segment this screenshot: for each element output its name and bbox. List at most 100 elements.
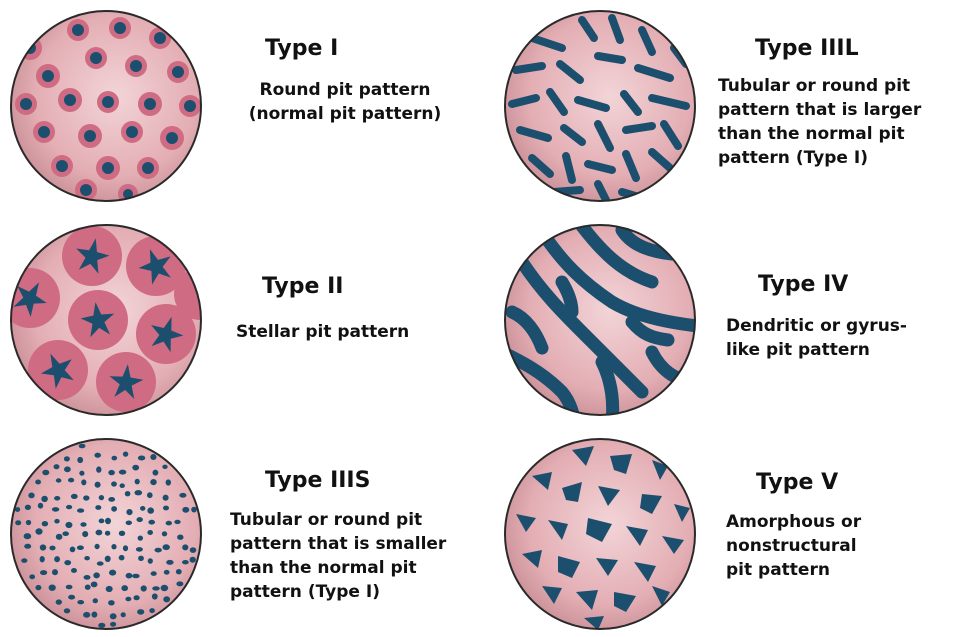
- small-pit-dot: [56, 599, 62, 604]
- small-pit-dot: [121, 585, 128, 591]
- small-pit-dot: [111, 544, 116, 549]
- small-pit-dot: [182, 560, 189, 564]
- type-5-description-line: pit pattern: [726, 558, 952, 582]
- type-3s-label: Type IIIS: [265, 468, 370, 494]
- small-pit-dot: [66, 505, 72, 509]
- small-pit-dot: [132, 465, 139, 471]
- small-pit-dot: [54, 496, 60, 501]
- small-pit-dot: [49, 546, 55, 551]
- small-pit-dot: [68, 478, 74, 483]
- small-pit-dot: [56, 534, 63, 540]
- small-pit-dot: [108, 497, 115, 502]
- small-pit-dot: [190, 547, 197, 553]
- small-pit-dot: [150, 479, 156, 485]
- small-pit-dot: [110, 613, 117, 619]
- small-pit-dot: [179, 493, 186, 498]
- small-pit-dot: [112, 456, 118, 461]
- type-4-dendritic-pit-disc: [502, 222, 698, 418]
- small-pit-dot: [56, 478, 62, 482]
- small-pit-dot: [166, 479, 171, 485]
- small-pit-dot: [41, 496, 48, 502]
- type-1-description-line: Round pit pattern: [230, 78, 460, 102]
- small-pit-dot: [134, 595, 140, 600]
- small-pit-dot: [66, 585, 73, 590]
- type-5-description-line: nonstructural: [726, 534, 952, 558]
- small-pit-dot: [64, 560, 71, 565]
- type-3l-label: Type IIIL: [755, 36, 859, 62]
- small-pit-dot: [166, 560, 173, 565]
- small-pit-dot: [138, 536, 143, 541]
- small-pit-dot: [135, 479, 140, 485]
- small-pit-dot: [77, 508, 84, 512]
- type-2-label: Type II: [262, 274, 343, 300]
- small-pit-dot: [177, 535, 183, 540]
- small-pit-dot: [52, 569, 58, 575]
- small-pit-dot: [121, 612, 126, 617]
- small-pit-dot: [28, 493, 34, 499]
- small-pit-dot: [132, 574, 140, 579]
- small-pit-dot: [52, 507, 59, 512]
- small-pit-dot: [64, 456, 70, 461]
- small-pit-dot: [126, 573, 133, 579]
- small-pit-dot: [64, 608, 70, 613]
- small-pit-dot: [83, 495, 89, 500]
- small-pit-dot: [151, 571, 157, 576]
- type-3s-description-line: pattern (Type I): [230, 580, 480, 604]
- small-pit-dot: [164, 570, 170, 575]
- type-4-label: Type IV: [758, 272, 848, 298]
- small-pit-dot: [40, 544, 46, 550]
- small-pit-dot: [190, 557, 196, 563]
- small-pit-dot: [79, 471, 84, 476]
- small-pit-dot: [105, 531, 110, 536]
- small-pit-dot: [99, 519, 105, 524]
- small-pit-dot: [54, 519, 59, 524]
- small-pit-dot: [40, 556, 45, 562]
- small-pit-dot: [125, 597, 131, 602]
- small-pit-dot: [64, 466, 71, 472]
- small-pit-dot: [162, 465, 167, 469]
- small-pit-dot: [95, 544, 100, 549]
- small-pit-dot: [123, 452, 128, 457]
- small-pit-dot: [111, 506, 117, 512]
- small-pit-dot: [49, 585, 56, 591]
- small-pit-dot: [54, 464, 60, 469]
- small-pit-dot: [35, 480, 41, 485]
- small-pit-dot: [106, 586, 113, 592]
- small-pit-dot: [119, 470, 126, 475]
- small-pit-dot: [85, 585, 91, 590]
- small-pit-dot: [77, 545, 84, 550]
- small-pit-dot: [35, 528, 42, 534]
- small-pit-dot: [166, 521, 172, 526]
- small-pit-dot: [15, 520, 21, 525]
- small-pit-dot: [83, 612, 90, 618]
- type-5-label: Type V: [756, 470, 838, 496]
- small-pit-dot: [119, 531, 125, 536]
- small-pit-dot: [137, 517, 143, 522]
- small-pit-dot: [62, 531, 69, 536]
- small-pit-dot: [70, 547, 76, 553]
- small-pit-dot: [150, 454, 156, 460]
- type-3s-description: Tubular or round pit pattern that is sma…: [230, 508, 480, 604]
- small-pit-dot: [147, 507, 154, 513]
- type-3l-description: Tubular or round pit pattern that is lar…: [718, 74, 954, 170]
- small-pit-dot: [108, 600, 115, 605]
- small-pit-dot: [191, 507, 197, 513]
- small-pit-dot: [94, 453, 101, 458]
- type-5-description: Amorphous or nonstructural pit pattern: [726, 510, 952, 582]
- small-pit-dot: [42, 521, 48, 526]
- small-pit-dot: [92, 612, 98, 618]
- small-pit-dot: [147, 530, 153, 535]
- small-pit-dot: [119, 555, 125, 561]
- small-pit-dot: [77, 600, 84, 604]
- type-3l-description-line: Tubular or round pit: [718, 74, 954, 98]
- small-pit-dot: [110, 622, 116, 627]
- small-pit-dot: [147, 492, 153, 498]
- small-pit-dot: [42, 470, 49, 476]
- type-4-description-line: Dendritic or gyrus-: [726, 314, 954, 338]
- small-pit-dot: [82, 531, 88, 537]
- small-pit-dot: [29, 574, 35, 579]
- small-pit-dot: [125, 491, 131, 496]
- small-pit-dot: [161, 585, 169, 591]
- small-pit-dot: [95, 482, 101, 488]
- small-pit-dot: [176, 581, 183, 586]
